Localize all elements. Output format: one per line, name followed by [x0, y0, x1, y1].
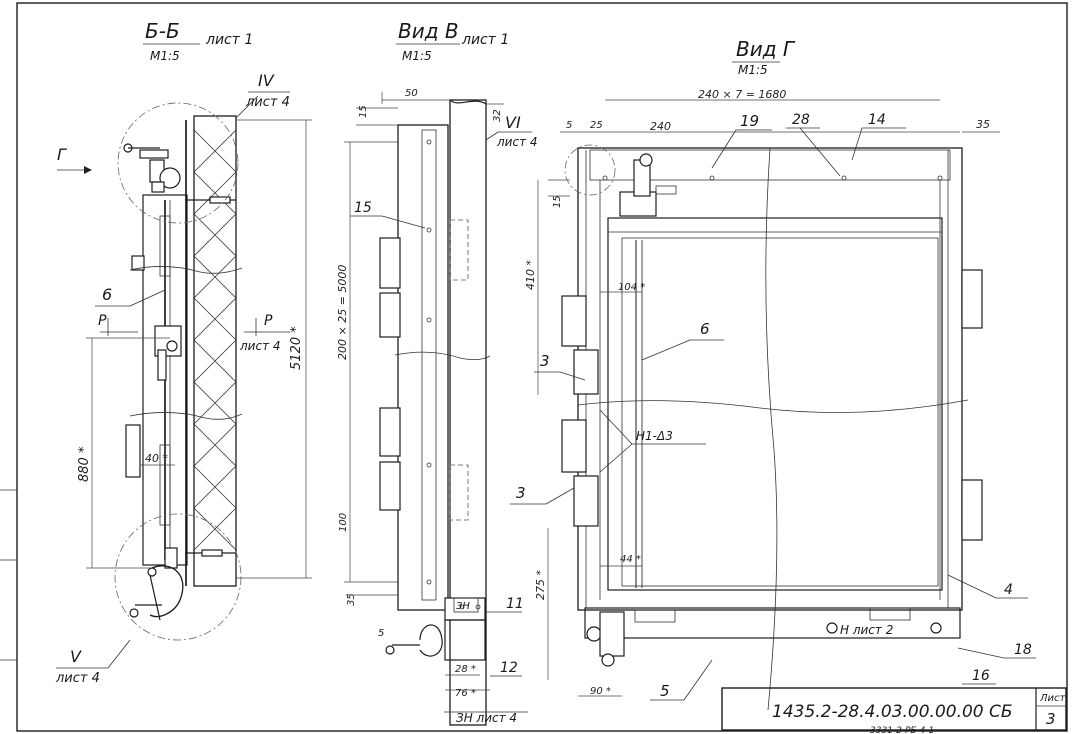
dim-5-left: 5 [378, 628, 384, 639]
sheet-frame [16, 2, 1068, 732]
dim-50: 50 [405, 88, 418, 99]
insulation-panel [193, 115, 237, 587]
callout-vi-numeral: VI [505, 113, 521, 132]
sheet-label: Лист [1039, 693, 1067, 704]
dim-104: 104 * [618, 282, 645, 293]
part-number-18: 18 [1014, 642, 1032, 658]
section-bb-sheet-ref: лист 1 [205, 32, 253, 48]
callout-v-sheet: лист 4 [55, 671, 100, 686]
dim-90: 90 * [590, 686, 611, 697]
view-v-sheet-ref: лист 1 [461, 32, 509, 48]
dim-44: 44 * [620, 554, 641, 565]
view-v: VI лист 4 15 ЗН 11 12 50 15 32 200 × 25 … [336, 88, 538, 726]
callout-iv-sheet: лист 4 [245, 95, 290, 110]
dim-40: 40 * [145, 452, 168, 465]
dim-15-left: 15 [358, 105, 369, 118]
zn-tag: ЗН [456, 601, 470, 612]
door-inner-frame [607, 217, 943, 591]
sheet-number: 3 [1046, 710, 1056, 728]
dim-28: 28 * [455, 664, 476, 675]
zn-tag-box [453, 597, 479, 613]
section-p-letter: Р [98, 313, 107, 329]
callout-vi-sheet: лист 4 [496, 135, 538, 149]
part-number-12: 12 [500, 660, 518, 676]
view-v-header: Вид В лист 1 М1:5 [396, 19, 509, 63]
part-number-14: 14 [868, 112, 886, 128]
detail-circle-vi [564, 144, 616, 196]
view-g-header: Вид Г М1:5 [732, 37, 796, 77]
dim-15-right: 15 [552, 195, 563, 208]
footer-note: 3331-2-РБ 4-1 [870, 726, 934, 734]
weld-note: Н1-Δ3 [636, 429, 673, 443]
part-number-3-lower: 3 [516, 484, 526, 502]
part-number-5: 5 [660, 682, 670, 700]
section-bb-header: Б-Б лист 1 М1:5 [143, 19, 253, 63]
dim-410: 410 * [524, 260, 537, 290]
view-v-title: Вид В [398, 19, 459, 43]
handle-block [125, 424, 141, 478]
n-sheet-ref: Н лист 2 [840, 623, 893, 637]
insulation-hatch [193, 129, 237, 551]
dim-240: 240 [650, 120, 671, 133]
part-number-16: 16 [972, 668, 990, 684]
callout-iv-numeral: IV [258, 71, 275, 90]
side-panel-inner [421, 129, 437, 601]
section-p-sheet: лист 4 [239, 339, 281, 353]
view-g-title: Вид Г [736, 37, 796, 61]
section-bb-scale: М1:5 [150, 49, 180, 63]
part-number-4: 4 [1004, 582, 1013, 598]
view-v-scale: М1:5 [402, 49, 432, 63]
part-number-19: 19 [740, 112, 759, 130]
dim-35-right: 35 [976, 118, 990, 131]
dim-5-top: 5 [566, 120, 572, 131]
dim-200x25: 200 × 25 = 5000 [336, 265, 349, 360]
part-number-3-upper: 3 [540, 352, 550, 370]
part-number-6-right: 6 [700, 320, 710, 338]
view-g: 240 × 7 = 1680 5 25 240 35 15 410 * 104 … [510, 88, 1036, 711]
view-arrow-g-letter: Г [57, 145, 67, 164]
dim-275: 275 * [534, 570, 547, 600]
section-bb-view: IV лист 4 V лист 4 Г Р Р лист 4 6 5120 * [55, 71, 312, 686]
bottom-hook [149, 565, 184, 618]
dim-76: 76 * [455, 688, 476, 699]
title-block: 1435.2-28.4.03.00.00.00 СБ Лист 3 3331-2… [721, 687, 1067, 734]
dim-240x7: 240 × 7 = 1680 [698, 88, 786, 101]
zn-sheet-ref: ЗН лист 4 [456, 711, 517, 725]
dim-100: 100 [338, 513, 349, 532]
document-code: 1435.2-28.4.03.00.00.00 СБ [772, 702, 1013, 722]
dim-32: 32 [492, 109, 503, 122]
part-number-6-left: 6 [102, 285, 112, 304]
section-bb-title: Б-Б [145, 19, 180, 43]
dim-880: 880 * [77, 446, 92, 482]
side-panel-outer [397, 124, 449, 611]
view-g-scale: М1:5 [738, 63, 768, 77]
part-number-11: 11 [506, 596, 524, 612]
door-bottom-rail [584, 607, 961, 639]
part-number-28: 28 [792, 112, 810, 128]
callout-v-numeral: V [70, 647, 82, 666]
detail-circle-iv [117, 102, 239, 224]
dim-25: 25 [590, 120, 603, 131]
section-p-letter-right: Р [264, 313, 273, 329]
dim-35-left: 35 [346, 593, 357, 606]
part-number-15: 15 [354, 200, 372, 216]
detail-circle-v [114, 513, 242, 641]
dim-5120: 5120 * [289, 326, 304, 370]
